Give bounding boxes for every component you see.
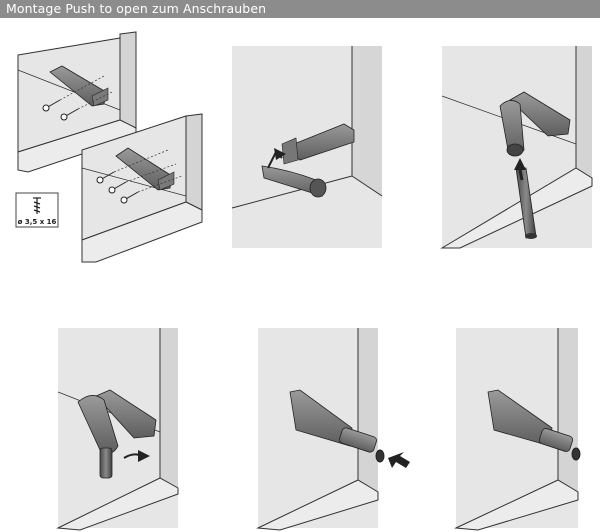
step-3-insert-push-rod: [440, 46, 593, 249]
step-6-finished: [454, 328, 581, 531]
step-4-press-unit: [56, 328, 179, 531]
arrow-icon: [388, 452, 410, 468]
screw-spec-label: ø 3,5 x 16: [18, 218, 57, 226]
arrow-icon: [514, 158, 526, 170]
cabinet-corner-back: [17, 31, 137, 173]
page-title: Montage Push to open zum Anschrauben: [6, 1, 267, 16]
screw-icon: [42, 99, 79, 121]
step-1-screw-mounting: ø 3,5 x 16: [15, 31, 203, 263]
page-header: Montage Push to open zum Anschrauben: [0, 0, 600, 18]
step-5-push-to-open-test: [256, 328, 410, 531]
step-2-attach-push-unit: [231, 46, 383, 248]
screw-icon: [33, 197, 41, 214]
screw-spec-box: ø 3,5 x 16: [15, 192, 59, 228]
cabinet-corner-front: [81, 113, 203, 263]
